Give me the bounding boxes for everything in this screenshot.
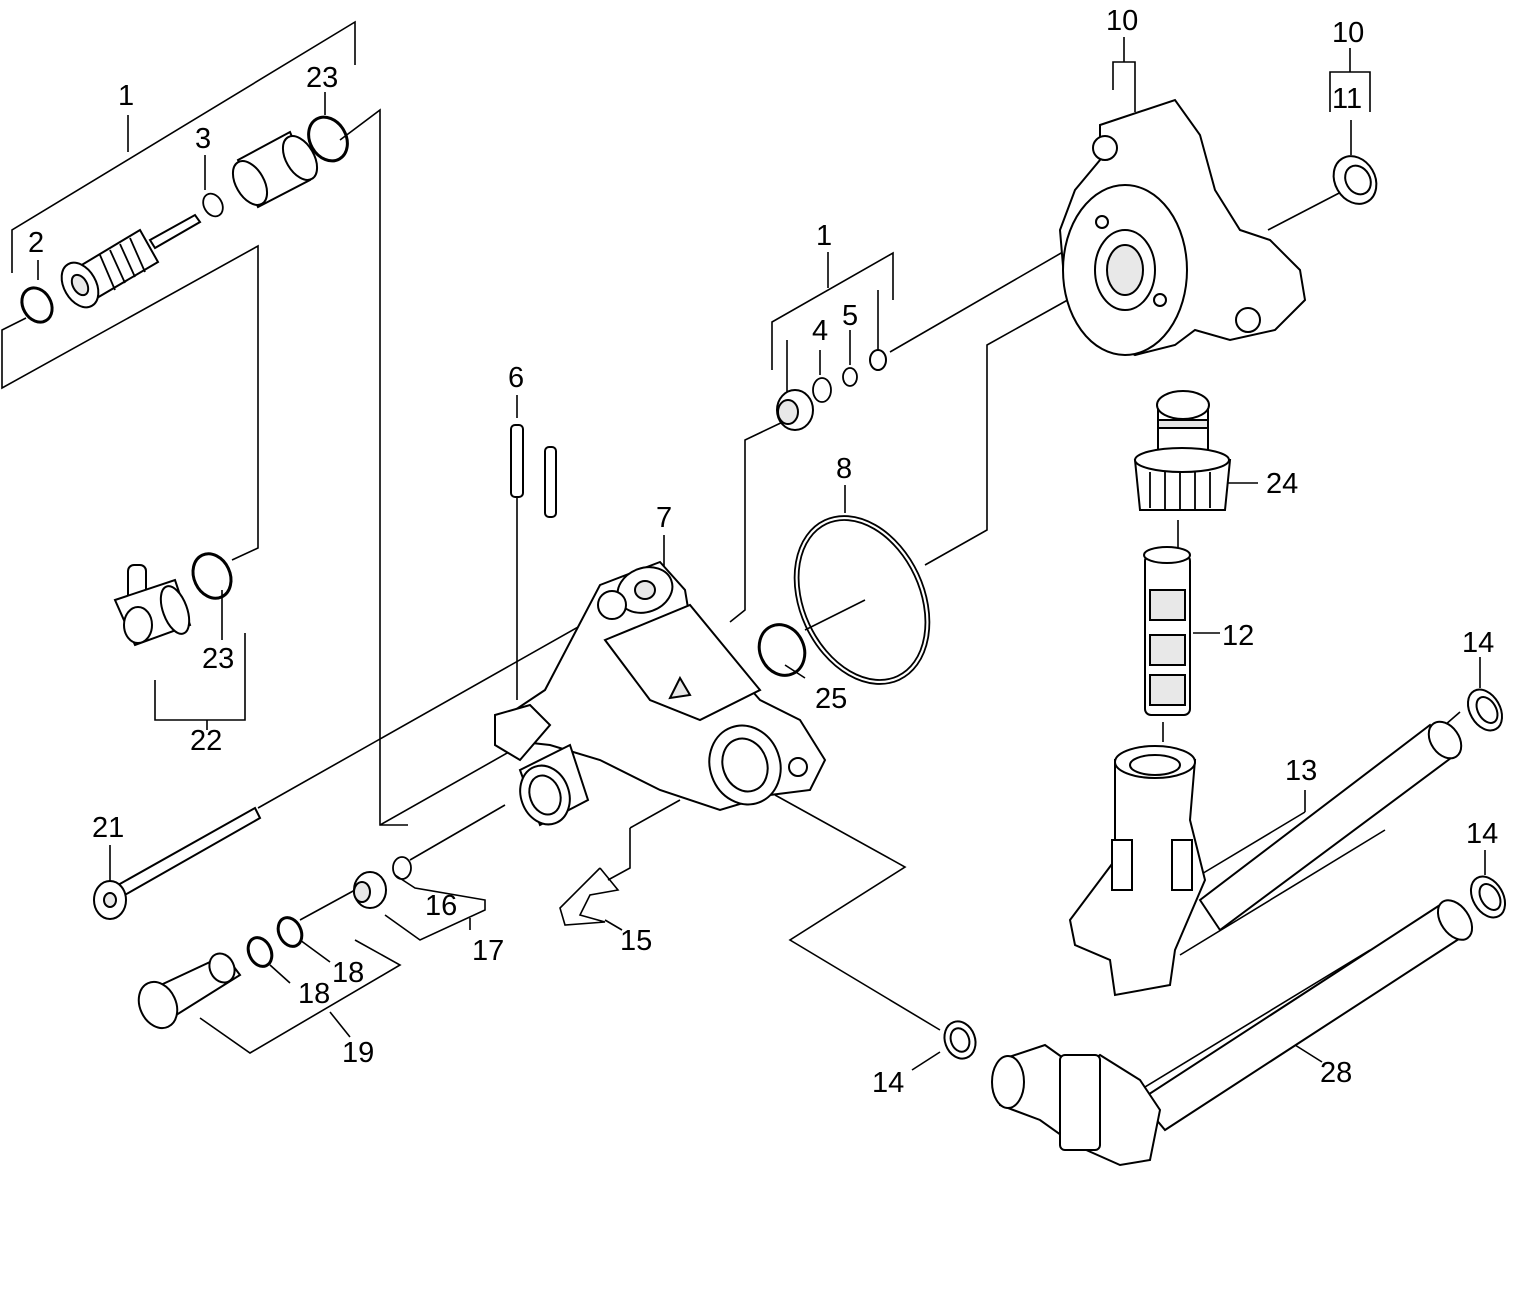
callout-10: 10 <box>1106 5 1138 37</box>
callout-3: 3 <box>195 123 211 155</box>
callout-2: 2 <box>28 227 44 259</box>
callout-23: 23 <box>306 62 338 94</box>
callout-18: 18 <box>298 978 330 1010</box>
callout-8: 8 <box>836 453 852 485</box>
callout-19: 19 <box>342 1037 374 1069</box>
part-valve-spring-cap <box>869 349 887 371</box>
callout-5: 5 <box>842 300 858 332</box>
callout-16: 16 <box>425 890 457 922</box>
part-11-seal <box>1332 155 1378 205</box>
part-28-tube <box>1138 899 1474 1132</box>
callout-14: 14 <box>1466 818 1498 850</box>
callout-14: 14 <box>872 1067 904 1099</box>
callout-1: 1 <box>816 220 832 252</box>
part-1-valve-seat <box>776 389 814 431</box>
callout-12: 12 <box>1222 620 1254 652</box>
callout-10: 10 <box>1332 17 1364 49</box>
part-6-pin-b <box>544 446 557 518</box>
leader-lines <box>1 20 1486 1098</box>
parts <box>20 98 1507 1167</box>
part-17-valve <box>353 871 387 909</box>
part-4-ring <box>812 377 832 403</box>
part-18-oring-b <box>246 936 274 968</box>
part-2-oring <box>20 286 54 324</box>
callout-1: 1 <box>118 80 134 112</box>
callout-15: 15 <box>620 925 652 957</box>
part-12-filter <box>1143 546 1191 716</box>
callout-24: 24 <box>1266 468 1298 500</box>
part-16-ring <box>392 856 412 880</box>
part-13-inlet-tee <box>1068 745 1207 997</box>
part-21-screw <box>93 806 262 920</box>
callout-14: 14 <box>1462 627 1494 659</box>
callout-17: 17 <box>472 935 504 967</box>
part-inlet-tube-upper <box>1198 720 1463 932</box>
part-25-oring <box>757 623 807 677</box>
callout-4: 4 <box>812 315 828 347</box>
part-15-clip <box>559 867 620 926</box>
callout-21: 21 <box>92 812 124 844</box>
callout-6: 6 <box>508 362 524 394</box>
callout-18: 18 <box>332 957 364 989</box>
part-8-large-oring <box>793 515 931 685</box>
callout-13: 13 <box>1285 755 1317 787</box>
part-18-oring-a <box>276 916 304 948</box>
part-10-flange <box>1058 98 1307 357</box>
part-7-pump-housing <box>494 560 827 827</box>
callout-25: 25 <box>815 683 847 715</box>
callout-23: 23 <box>202 643 234 675</box>
callout-28: 28 <box>1320 1057 1352 1089</box>
part-5-ring <box>842 367 858 387</box>
part-sleeve <box>231 130 319 209</box>
part-6-pin-a <box>510 424 524 498</box>
callout-22: 22 <box>190 725 222 757</box>
part-23-oring-lower <box>191 552 233 600</box>
part-28-connector <box>991 1043 1162 1167</box>
part-23-oring-top <box>307 115 349 163</box>
part-22-fitting <box>113 564 192 647</box>
callout-11: 11 <box>1332 83 1362 115</box>
part-19-valve <box>137 952 242 1030</box>
callout-labels: 1 2 3 23 1 4 5 10 10 11 6 7 8 24 12 14 1… <box>28 5 1498 1099</box>
callout-7: 7 <box>656 502 672 534</box>
part-24-hose-connector <box>1133 390 1232 511</box>
part-1-valve-assembly <box>60 213 202 309</box>
part-3-ring <box>202 192 224 218</box>
